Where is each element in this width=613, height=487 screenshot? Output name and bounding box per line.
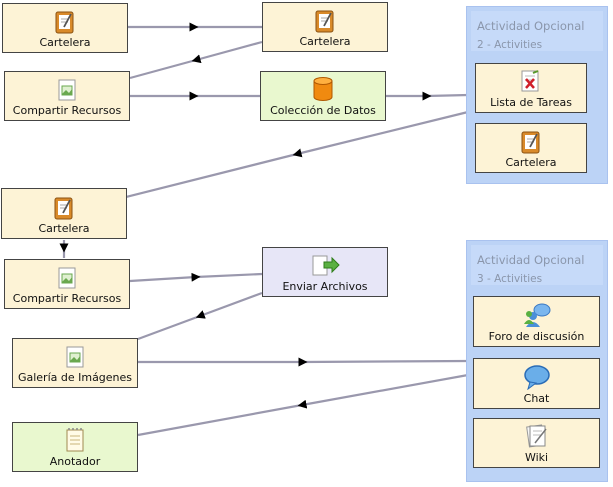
wiki-node[interactable]: Wiki bbox=[473, 418, 600, 468]
enviar-archivos-node[interactable]: Enviar Archivos bbox=[262, 247, 388, 297]
tasklist-icon bbox=[521, 70, 539, 92]
group-3-title: Actividad Opcional bbox=[477, 253, 585, 267]
group-3-subtitle: 3 - Activities bbox=[477, 273, 543, 285]
cartelera-1-label: Cartelera bbox=[39, 36, 91, 49]
cartelera-node-2[interactable]: Cartelera bbox=[262, 2, 388, 52]
chat-label: Chat bbox=[523, 392, 550, 405]
chat-node[interactable]: Chat bbox=[473, 358, 600, 409]
share-resources-icon bbox=[58, 267, 76, 289]
cartelera-node-3[interactable]: Cartelera bbox=[1, 188, 127, 239]
share-resources-icon bbox=[58, 79, 76, 101]
edge-coleccion-to-group2 bbox=[386, 91, 469, 101]
group-2-title: Actividad Opcional bbox=[477, 19, 585, 33]
compartir-recursos-node-1[interactable]: Compartir Recursos bbox=[4, 71, 130, 121]
edge-compartir-to-enviar bbox=[129, 272, 263, 283]
coleccion-de-datos-node[interactable]: Colección de Datos bbox=[260, 71, 386, 121]
noticeboard-icon bbox=[521, 131, 540, 154]
edge-group3-to-anotador bbox=[137, 373, 469, 437]
forum-icon bbox=[523, 303, 550, 327]
foro-de-discusion-node[interactable]: Foro de discusión bbox=[473, 296, 600, 347]
enviar-archivos-label: Enviar Archivos bbox=[282, 280, 368, 293]
wiki-icon bbox=[525, 424, 547, 448]
coleccion-de-datos-label: Colección de Datos bbox=[270, 104, 376, 117]
compartir-recursos-1-label: Compartir Recursos bbox=[12, 104, 122, 117]
group-3-header: Actividad Opcional 3 - Activities bbox=[471, 245, 603, 285]
anotador-label: Anotador bbox=[49, 455, 101, 468]
edge-cartelera-to-compartir bbox=[129, 40, 263, 80]
cartelera-group-label: Cartelera bbox=[505, 156, 557, 169]
optional-activity-group-3[interactable]: Actividad Opcional 3 - Activities Foro d… bbox=[466, 240, 608, 482]
group-2-subtitle: 2 - Activities bbox=[477, 39, 543, 51]
group-2-header: Actividad Opcional 2 - Activities bbox=[471, 11, 603, 51]
cartelera-group-node[interactable]: Cartelera bbox=[475, 123, 587, 173]
compartir-recursos-2-label: Compartir Recursos bbox=[12, 292, 122, 305]
submit-files-icon bbox=[312, 255, 340, 276]
edge-enviar-to-galeria bbox=[137, 291, 263, 341]
noticeboard-icon bbox=[54, 197, 73, 220]
edge-galeria-to-group3 bbox=[138, 357, 469, 367]
compartir-recursos-node-2[interactable]: Compartir Recursos bbox=[4, 259, 130, 309]
galeria-de-imagenes-label: Galería de Imágenes bbox=[17, 371, 133, 384]
notebook-icon bbox=[66, 428, 84, 452]
cartelera-node-1[interactable]: Cartelera bbox=[2, 3, 128, 53]
wiki-label: Wiki bbox=[524, 451, 549, 464]
lista-de-tareas-node[interactable]: Lista de Tareas bbox=[475, 63, 587, 113]
image-gallery-icon bbox=[66, 346, 84, 368]
edge-group2-to-cartelera bbox=[125, 110, 469, 199]
foro-de-discusion-label: Foro de discusión bbox=[488, 330, 585, 343]
chat-icon bbox=[523, 365, 550, 390]
optional-activity-group-2[interactable]: Actividad Opcional 2 - Activities Lista … bbox=[466, 6, 608, 184]
cartelera-2-label: Cartelera bbox=[299, 35, 351, 48]
noticeboard-icon bbox=[55, 11, 74, 34]
database-icon bbox=[313, 77, 333, 101]
galeria-de-imagenes-node[interactable]: Galería de Imágenes bbox=[12, 338, 138, 388]
noticeboard-icon bbox=[315, 10, 334, 33]
lista-de-tareas-label: Lista de Tareas bbox=[490, 96, 572, 109]
anotador-node[interactable]: Anotador bbox=[12, 422, 138, 472]
cartelera-3-label: Cartelera bbox=[38, 222, 90, 235]
